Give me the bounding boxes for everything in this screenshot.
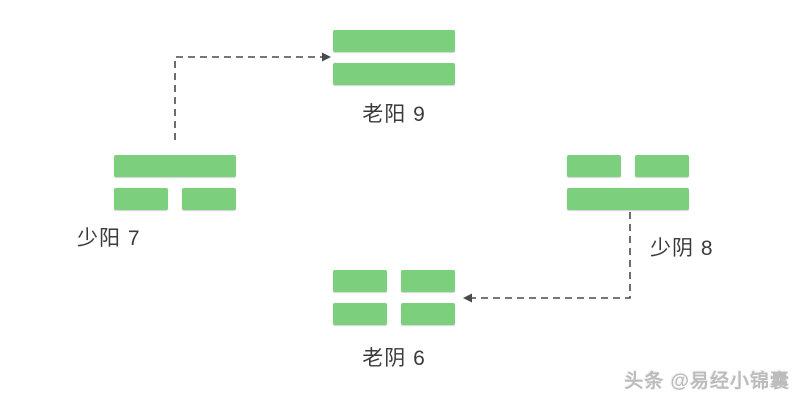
node-lao-yin: 老阴 6 — [333, 270, 455, 372]
shao-yin-bars — [567, 155, 689, 210]
yao-line-segment — [567, 155, 621, 177]
node-shao-yin: 少阴 8 — [567, 155, 714, 262]
broken-yao-line — [333, 303, 455, 325]
arrow-right-icon — [322, 52, 331, 62]
yao-line-segment — [182, 188, 236, 210]
lao-yang-bars — [333, 30, 455, 85]
watermark-toutiao: 头条 @易经小锦囊 — [624, 371, 790, 392]
yao-line-segment — [401, 303, 455, 325]
broken-yao-line — [114, 188, 236, 210]
arrow-shao-yang-to-lao-yang — [174, 52, 331, 140]
solid-yao-line — [333, 63, 455, 85]
shao-yang-label: 少阳 7 — [77, 227, 141, 250]
node-shao-yang: 少阳 7 — [77, 155, 236, 252]
lao-yin-label: 老阴 6 — [362, 347, 426, 370]
node-lao-yang: 老阳 9 — [333, 30, 455, 128]
shao-yin-label: 少阴 8 — [650, 237, 714, 260]
yao-line-segment — [635, 155, 689, 177]
yao-line-segment — [114, 188, 168, 210]
shao-yang-bars — [114, 155, 236, 210]
lao-yang-label: 老阳 9 — [362, 103, 426, 126]
yao-line-segment — [401, 270, 455, 292]
yao-line-segment — [333, 270, 387, 292]
solid-yao-line — [333, 30, 455, 52]
yao-line-segment — [333, 303, 387, 325]
solid-yao-line — [114, 155, 236, 177]
arrow-left-icon — [463, 293, 472, 303]
broken-yao-line — [333, 270, 455, 292]
lao-yin-bars — [333, 270, 455, 325]
solid-yao-line — [567, 188, 689, 210]
broken-yao-line — [567, 155, 689, 177]
